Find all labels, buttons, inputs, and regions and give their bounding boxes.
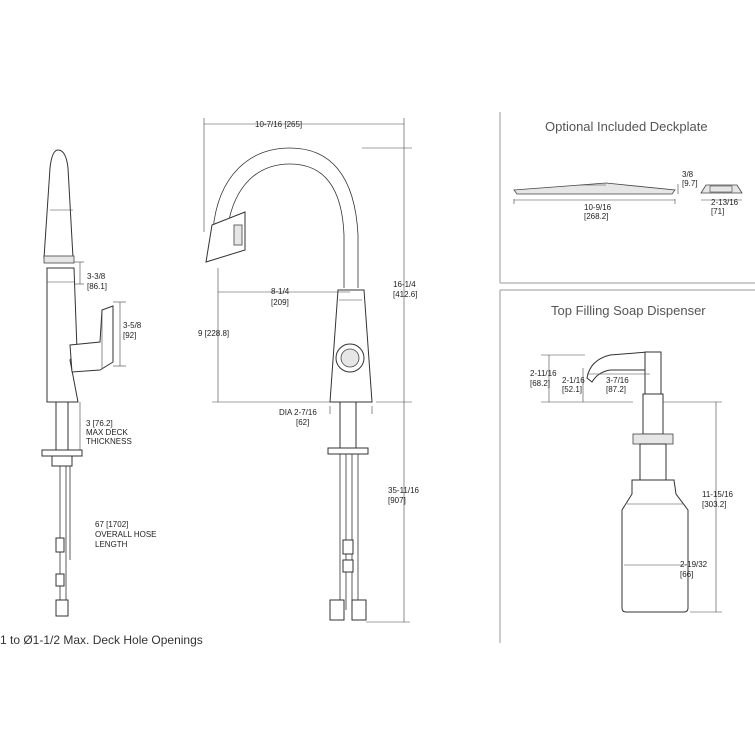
- deckplate-panel: Optional Included Deckplate 10-9/16 [268…: [513, 119, 743, 221]
- side-deck-dim: 3 [76.2]: [86, 419, 113, 428]
- side-view: 3-3/8 [86.1] 3-5/8 [92] 3 [76.2] MAX DEC…: [41, 149, 157, 617]
- soap-spout-reach-dim-mm: [87.2]: [606, 385, 626, 394]
- front-width-dim: 10-7/16 [265]: [255, 120, 302, 129]
- deckplate-side: [513, 182, 676, 195]
- soap-bottle: [621, 479, 689, 613]
- soap-spout-height-dim: 2-1/16: [562, 376, 585, 385]
- soap-under-dim-mm: [303.2]: [702, 500, 726, 509]
- front-reach-dim: 8-1/4: [271, 287, 290, 296]
- side-deck-label-2: THICKNESS: [86, 437, 132, 446]
- side-hose-label-1: OVERALL HOSE: [95, 530, 157, 539]
- deckplate-width-dim-mm: [71]: [711, 207, 724, 216]
- soap-bottle-dia-dim-mm: [66]: [680, 570, 693, 579]
- deckplate-length-dim-mm: [268.2]: [584, 212, 608, 221]
- soap-under-dim: 11-15/16: [702, 490, 734, 499]
- side-handle-dim-mm: [92]: [123, 331, 136, 340]
- soap-bottle-dia-dim: 2-19/32: [680, 560, 708, 569]
- front-base-dim-mm: [62]: [296, 418, 309, 427]
- front-deck-nut: [327, 447, 369, 455]
- front-view: 10-7/16 [265] 16-1/4 [412.6] 35-11/16 [9…: [198, 118, 420, 623]
- soap-dispenser-title: Top Filling Soap Dispenser: [551, 303, 706, 318]
- front-under-dim-mm: [907]: [388, 496, 406, 505]
- deckplate-thickness-dim-mm: [9.7]: [682, 179, 698, 188]
- side-spout-dim: 3-3/8: [87, 272, 106, 281]
- side-faucet-body: [46, 267, 79, 403]
- soap-dispenser-panel: Top Filling Soap Dispenser 2-11/16 [68.2…: [530, 303, 734, 613]
- front-height-dim: 16-1/4: [393, 280, 416, 289]
- soap-spout-reach-dim: 3-7/16: [606, 376, 629, 385]
- side-deck-nut: [41, 449, 83, 457]
- front-reach-dim-mm: [209]: [271, 298, 289, 307]
- front-spray-head: [205, 211, 246, 263]
- deckplate-thickness-dim: 3/8: [682, 170, 694, 179]
- side-hose-dim: 67 [1702]: [95, 520, 128, 529]
- deckplate-title: Optional Included Deckplate: [545, 119, 708, 134]
- side-deck-label-1: MAX DECK: [86, 428, 128, 437]
- soap-overall-height-dim-mm: [68.2]: [530, 379, 550, 388]
- front-spout-arc: [212, 147, 359, 288]
- soap-deck-nut: [632, 433, 674, 445]
- side-hose-label-2: LENGTH: [95, 540, 128, 549]
- side-handle-dim: 3-5/8: [123, 321, 142, 330]
- front-height-dim-mm: [412.6]: [393, 290, 417, 299]
- side-spout-dim-mm: [86.1]: [87, 282, 107, 291]
- soap-overall-height-dim: 2-11/16: [530, 369, 557, 378]
- side-spray-face: [43, 255, 75, 264]
- side-spray-head: [43, 149, 74, 259]
- deckplate-width-dim: 2-13/16: [711, 198, 739, 207]
- deck-hole-note: 1 to Ø1-1/2 Max. Deck Hole Openings: [0, 633, 203, 647]
- soap-spout-height-dim-mm: [52.1]: [562, 385, 582, 394]
- front-clearance-dim: 9 [228.8]: [198, 329, 229, 338]
- deckplate-length-dim: 10-9/16: [584, 203, 612, 212]
- front-base-dim: DIA 2-7/16: [279, 408, 317, 417]
- front-under-dim: 35-11/16: [388, 486, 420, 495]
